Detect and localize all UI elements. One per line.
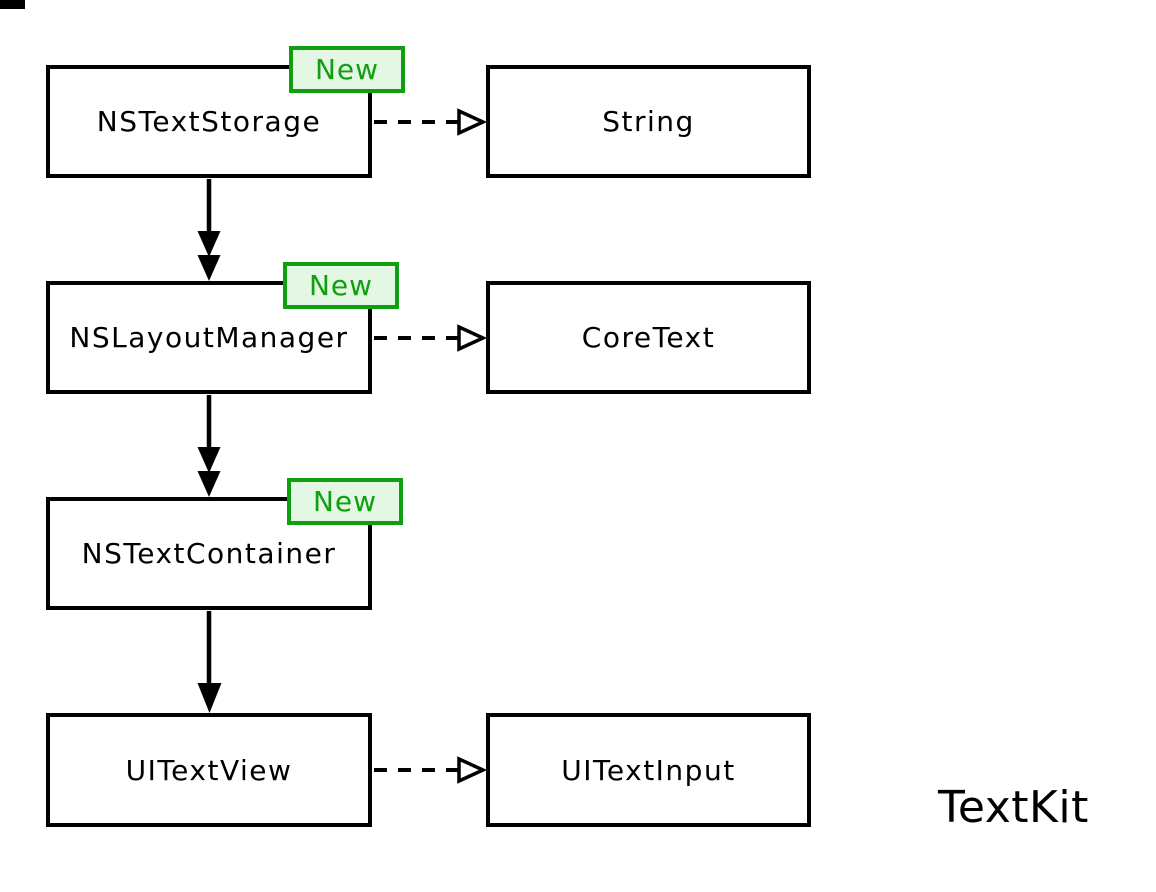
new-badge-nstextcontainer: New [287, 478, 403, 525]
edge-nslayoutmanager-to-coretext [374, 324, 488, 352]
node-nstextcontainer-label: NSTextContainer [81, 537, 337, 570]
node-string-label: String [602, 105, 695, 138]
edge-nstextcontainer-to-uitextview [197, 611, 222, 713]
new-badge-nstextstorage: New [289, 46, 405, 93]
node-nstextstorage-label: NSTextStorage [96, 105, 322, 138]
node-coretext: CoreText [486, 281, 811, 394]
corner-artifact [0, 0, 25, 9]
node-uitextview-label: UITextView [125, 753, 293, 787]
diagram-caption: TextKit [938, 782, 1089, 833]
node-nslayoutmanager-label: NSLayoutManager [69, 321, 349, 354]
edge-nslayoutmanager-to-nstextcontainer [197, 395, 221, 497]
new-badge-label: New [312, 485, 378, 518]
node-string: String [486, 65, 811, 178]
new-badge-nslayoutmanager: New [283, 262, 399, 309]
node-coretext-label: CoreText [581, 321, 716, 354]
node-uitextview: UITextView [46, 713, 372, 827]
new-badge-label: New [314, 53, 380, 86]
edge-uitextview-to-uitextinput [374, 756, 488, 784]
node-uitextinput: UITextInput [486, 713, 811, 827]
edge-nstextstorage-to-string [374, 108, 488, 136]
node-uitextinput-label: UITextInput [561, 753, 736, 787]
edge-nstextstorage-to-nslayoutmanager [197, 179, 221, 281]
new-badge-label: New [308, 269, 374, 302]
